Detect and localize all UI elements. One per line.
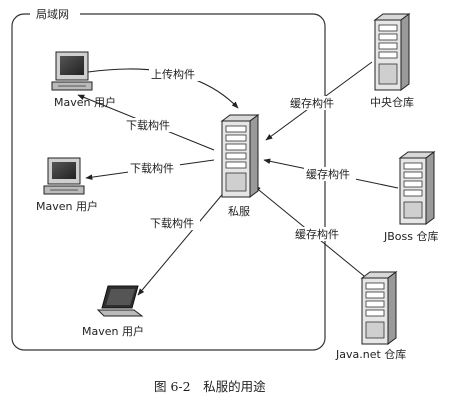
- server-tower-icon: [220, 114, 260, 198]
- node-label-jboss-repo: JBoss 仓库: [383, 229, 438, 243]
- edge-download-3: [137, 189, 227, 296]
- lan-boundary: [11, 13, 326, 351]
- laptop-icon: [96, 285, 144, 317]
- edge-label-download-3: 下载构件: [150, 216, 194, 230]
- desktop-computer-icon: [43, 157, 85, 195]
- lan-label: 局域网: [36, 8, 69, 21]
- node-label-private-server: 私服: [228, 205, 250, 218]
- server-tower-icon: [373, 13, 411, 91]
- edge-label-download-2: 下载构件: [130, 161, 174, 175]
- node-label-central-repo: 中央仓库: [370, 95, 414, 109]
- edge-label-upload: 上传构件: [151, 67, 195, 81]
- edge-label-download-1: 下载构件: [126, 118, 170, 132]
- node-label-javanet-repo: Java.net 仓库: [335, 347, 406, 361]
- node-label-maven-user-2: Maven 用户: [36, 199, 98, 213]
- edge-label-cache-central: 缓存构件: [290, 96, 334, 110]
- server-tower-icon: [360, 271, 398, 345]
- edge-label-cache-javanet: 缓存构件: [295, 227, 339, 241]
- edge-label-cache-jboss: 缓存构件: [306, 167, 350, 181]
- node-label-maven-user-3: Maven 用户: [82, 324, 144, 338]
- server-tower-icon: [398, 151, 436, 225]
- figure-caption: 图 6-2 私服的用途: [154, 379, 266, 394]
- desktop-computer-icon: [51, 51, 93, 91]
- node-label-maven-user-1: Maven 用户: [54, 95, 116, 109]
